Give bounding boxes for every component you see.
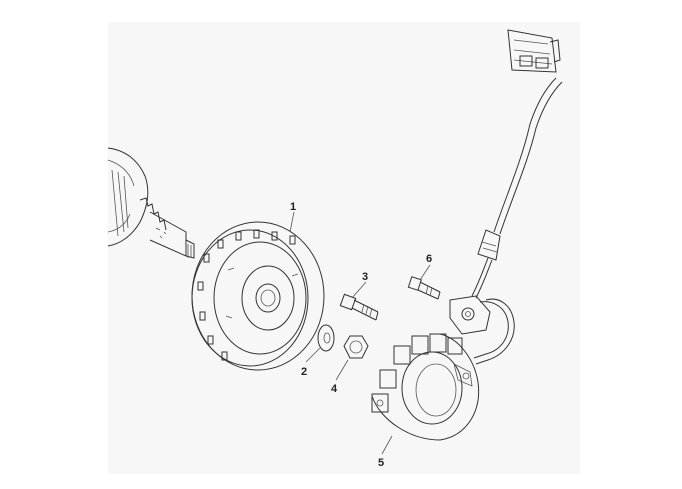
callout-6: 6	[426, 253, 432, 265]
callout-2: 2	[301, 366, 307, 378]
leader-2	[305, 347, 321, 363]
pickup-sensor-part	[449, 295, 491, 335]
callout-5: 5	[378, 457, 384, 469]
leader-3	[351, 281, 367, 299]
callout-4: 4	[331, 383, 338, 395]
nut-part	[343, 335, 369, 359]
flywheel-rotor-part	[191, 221, 325, 371]
diagram-panel	[108, 22, 580, 474]
callout-1: 1	[290, 201, 296, 213]
bolt-part	[339, 293, 379, 321]
wiring-harness-part	[471, 29, 563, 365]
leader-5	[381, 435, 393, 455]
washer-part	[317, 324, 335, 352]
stator-part	[371, 333, 480, 441]
crankshaft-part	[107, 147, 195, 259]
leader-4	[335, 359, 349, 381]
leader-1	[289, 211, 295, 233]
leader-6	[419, 264, 431, 281]
leader-lines	[289, 211, 431, 455]
screw-part	[407, 276, 441, 300]
callouts: 1 2 3 4 5 6	[290, 201, 432, 469]
callout-3: 3	[362, 271, 368, 283]
